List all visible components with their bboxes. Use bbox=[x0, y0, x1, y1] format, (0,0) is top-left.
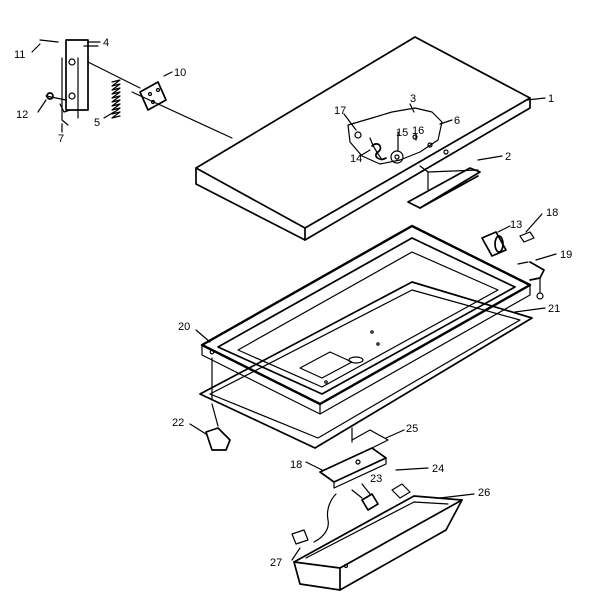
callout-15: 15 bbox=[396, 127, 408, 139]
latch-mechanism bbox=[347, 107, 449, 165]
latch-clip bbox=[205, 403, 231, 451]
callout-17: 17 bbox=[334, 105, 346, 117]
callout-25: 25 bbox=[406, 423, 418, 435]
callout-14: 14 bbox=[350, 153, 362, 165]
callout-18-bracket: 18 bbox=[290, 459, 302, 471]
callout-7: 7 bbox=[58, 133, 64, 145]
callout-13: 13 bbox=[510, 219, 522, 231]
frame bbox=[199, 224, 533, 449]
callout-20: 20 bbox=[178, 321, 190, 333]
callout-5: 5 bbox=[94, 117, 100, 129]
callout-18-lock: 18 bbox=[546, 207, 558, 219]
callout-2: 2 bbox=[505, 151, 511, 163]
callout-1: 1 bbox=[548, 93, 554, 105]
callout-21: 21 bbox=[548, 303, 560, 315]
callout-3: 3 bbox=[410, 93, 416, 105]
hinge-assembly bbox=[39, 39, 167, 126]
callout-23: 23 bbox=[370, 473, 382, 485]
callout-12: 12 bbox=[16, 109, 28, 121]
callout-4: 4 bbox=[103, 37, 109, 49]
leader-lines bbox=[31, 41, 557, 561]
callout-11: 11 bbox=[14, 49, 25, 61]
callout-10: 10 bbox=[174, 67, 186, 79]
callout-6: 6 bbox=[454, 115, 460, 127]
lid-board bbox=[131, 36, 531, 241]
bracket bbox=[319, 427, 389, 489]
lock-assembly bbox=[481, 231, 545, 300]
callout-16: 16 bbox=[412, 125, 424, 137]
callout-26: 26 bbox=[478, 487, 490, 499]
callout-27: 27 bbox=[270, 557, 282, 569]
handle bbox=[407, 165, 481, 209]
callout-22: 22 bbox=[172, 417, 184, 429]
callout-labels: 1 2 3 4 5 6 7 10 11 12 13 14 15 16 17 18… bbox=[14, 37, 572, 569]
tray bbox=[291, 483, 463, 591]
callout-24: 24 bbox=[432, 463, 444, 475]
callout-19: 19 bbox=[560, 249, 572, 261]
